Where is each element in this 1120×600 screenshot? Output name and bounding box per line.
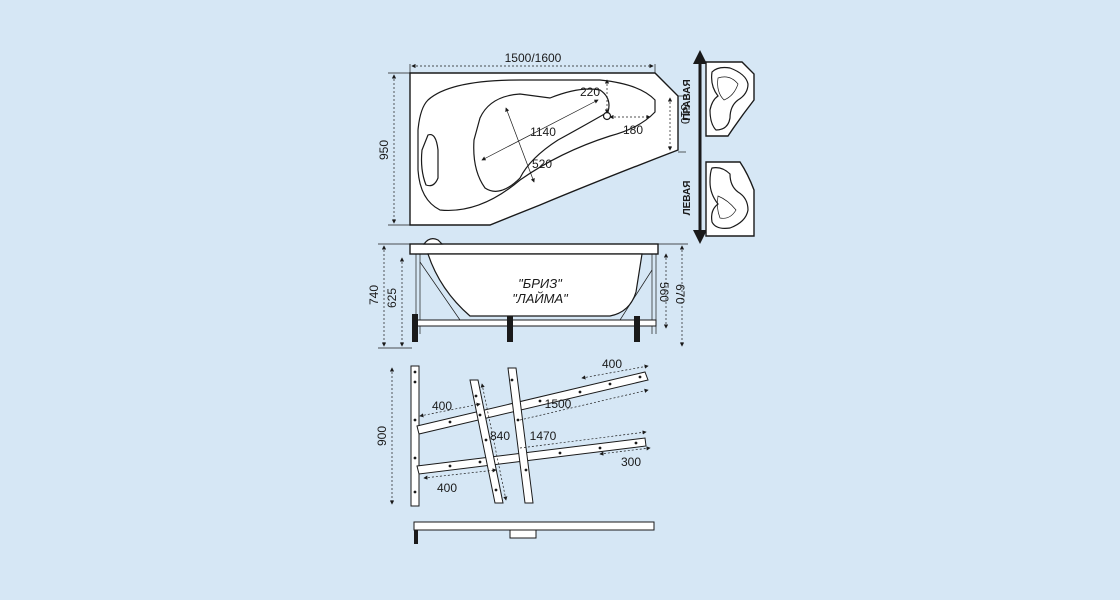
width-label: 1500/1600	[505, 51, 562, 65]
orientation-variants: ПРАВАЯ ЛЕВАЯ	[682, 50, 755, 244]
dim-1500-label: 1500	[545, 397, 572, 411]
frame-vertical-rail	[410, 365, 420, 507]
right-variant-bowl	[709, 66, 749, 131]
model-name-line1: "БРИЗ"	[518, 276, 563, 291]
dim-line-400-top	[581, 364, 649, 380]
height-label: 950	[377, 140, 391, 160]
arrow-up-icon	[693, 50, 707, 64]
inner-width-label: 520	[532, 157, 552, 171]
rim-height-label: 625	[385, 288, 399, 308]
dim-line-1470	[519, 430, 647, 449]
frame-side-bar	[413, 521, 655, 544]
right-height-label: 670	[673, 284, 687, 304]
dim-line-1500	[519, 388, 649, 421]
arrow-down-icon	[693, 230, 707, 244]
inner-length-label: 1140	[530, 125, 556, 139]
dim-line-inner-width	[505, 107, 535, 183]
model-name-line2: "ЛАЙМА"	[512, 290, 569, 306]
frame-bottom-bar	[413, 521, 655, 531]
right-variant-inner	[717, 76, 739, 101]
top-view: 1500/1600 950 510 220 180 1140 520	[377, 51, 692, 226]
dim-line-300	[599, 446, 651, 456]
left-variant-label: ЛЕВАЯ	[682, 181, 693, 216]
leg-foot	[507, 316, 513, 342]
side-view: "БРИЗ" "ЛАЙМА" 740 625 560 670	[367, 238, 688, 349]
total-height-label: 740	[367, 285, 381, 305]
headrest	[420, 133, 439, 187]
dim-1470-label: 1470	[530, 429, 557, 443]
dim-840-label: 840	[490, 429, 510, 443]
bar-foot-left	[414, 530, 418, 544]
dim-400-top-label: 400	[602, 357, 622, 371]
dim-line-400-bottom	[423, 468, 497, 480]
frame-height-label: 900	[375, 426, 389, 446]
frame-view: 900 400 400 1500 1470 840 300 400	[375, 357, 651, 507]
drain-offset-label: 220	[580, 85, 600, 99]
frame-bar	[415, 319, 657, 327]
right-variant-label: ПРАВАЯ	[682, 79, 693, 120]
bar-bracket	[509, 529, 537, 539]
depth-label: 560	[657, 282, 671, 302]
dim-400-bottom-label: 400	[437, 481, 457, 495]
dim-line-inner-length	[481, 99, 599, 161]
leg-foot	[412, 314, 418, 342]
left-variant-bowl	[709, 167, 749, 229]
tub-basin-side	[427, 253, 643, 317]
dim-300-label: 300	[621, 455, 641, 469]
drain-hole	[602, 111, 612, 121]
frame-brace	[619, 269, 653, 321]
tub-rim	[409, 243, 659, 255]
frame-long-rail-top	[416, 371, 649, 435]
tub-side-profile	[422, 238, 444, 245]
side-label: 510	[678, 104, 692, 124]
left-variant-inner	[716, 195, 737, 219]
leg-foot	[634, 316, 640, 342]
frame-long-rail-bottom	[416, 437, 647, 475]
frame-brace	[419, 261, 461, 321]
dim-400-left-label: 400	[432, 399, 452, 413]
drain-side-label: 180	[623, 123, 643, 137]
